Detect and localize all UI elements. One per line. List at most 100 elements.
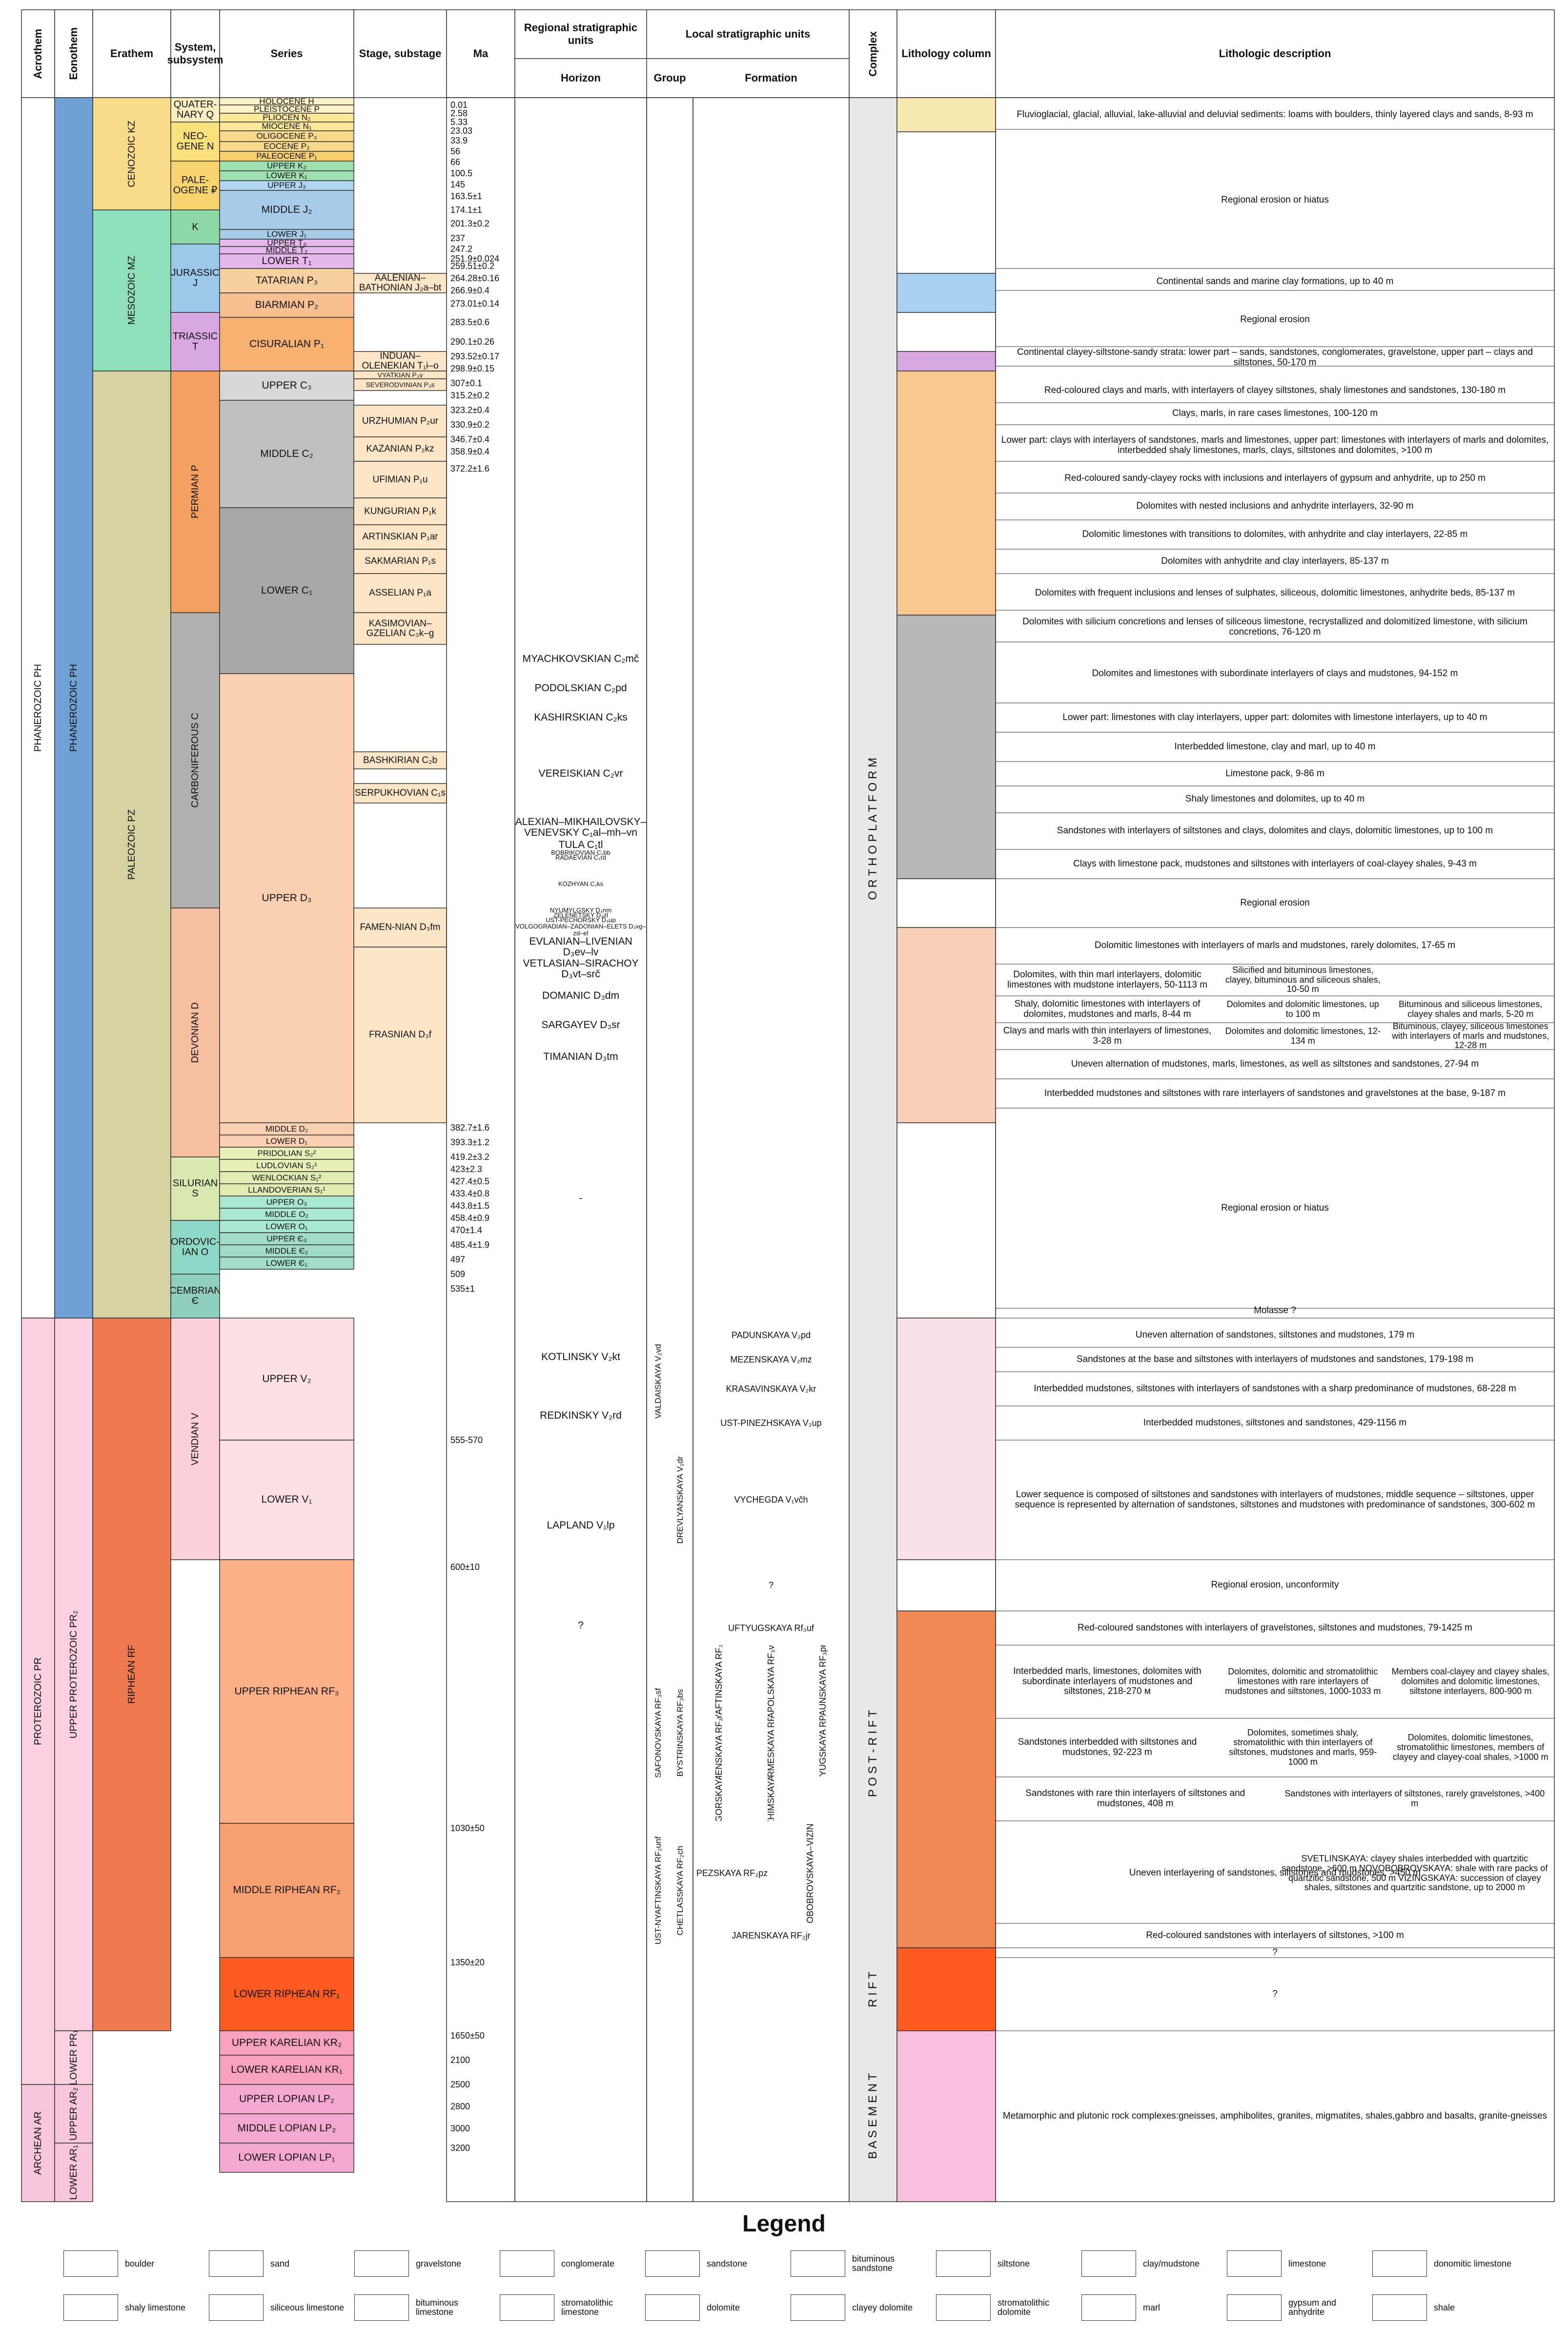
stage-label: VYATKIAN P₃v <box>377 371 423 379</box>
stage-cell <box>353 573 447 613</box>
lithology-description: Sandstones with interlayers of siltstone… <box>1284 1789 1545 1808</box>
series-label: OLIGOCENE P₃ <box>256 131 317 141</box>
header-era: Erathem <box>110 47 154 60</box>
ma-value: 2.58 <box>450 108 468 118</box>
lithology-cell <box>896 927 996 1123</box>
legend-item: siltstone <box>936 2250 1078 2277</box>
ma-value: 600±10 <box>450 1562 480 1572</box>
series-cell <box>219 1122 354 1135</box>
formation-label: VYCHEGDA V₁včh <box>734 1495 808 1505</box>
ma-value: 56 <box>450 146 461 156</box>
header-cell <box>514 9 850 98</box>
series-cell <box>219 1957 354 2031</box>
ma-value: 1650±50 <box>450 2031 485 2041</box>
legend-label: stromatolithic limestone <box>561 2298 613 2317</box>
stage-label: ARTINSKIAN P₁ar <box>362 532 438 542</box>
legend-item: clay/mudstone <box>1081 2250 1223 2277</box>
lithology-description: Fluvioglacial, glacial, alluvial, lake-a… <box>1017 109 1533 120</box>
series-cell <box>219 317 354 371</box>
lithology-description: Clays with limestone pack, mudstones and… <box>1073 858 1477 869</box>
header-acr: Acrothem <box>32 28 44 79</box>
legend-swatch <box>1372 2250 1427 2277</box>
stage-label: AALENIAN–BATHONIAN J₂a–bt <box>359 273 442 293</box>
lithology-description: Sandstones with interlayers of siltstone… <box>1057 825 1493 836</box>
block-eon-label: UPPER PROTEROZOIC PR₂ <box>68 1610 79 1739</box>
system-label: ORDOVIC-IAN O <box>171 1237 220 1258</box>
series-label: MIOCENE N₁ <box>262 122 312 131</box>
stage-cell <box>353 524 447 550</box>
system-label: QUATER-NARY Q <box>173 99 217 120</box>
horizon-label: RADAEVIAN C₁rd <box>555 855 607 860</box>
lithology-description: Red-coloured clays and marls, with inter… <box>1044 385 1506 395</box>
series-cell <box>219 1135 354 1148</box>
chart-grid <box>21 9 1555 2202</box>
stage-label: KASIMOVIAN–GZELIAN C₃k–g <box>366 618 434 639</box>
series-label: UPPER LOPIAN LP₂ <box>239 2093 334 2104</box>
lithology-description: Red-coloured sandy-clayey rocks with inc… <box>1064 473 1486 483</box>
ma-value: 323.2±0.4 <box>450 405 489 415</box>
series-label: LOWER J₁ <box>266 229 307 239</box>
stage-label: FAMEN-NIAN D₃fm <box>360 922 441 933</box>
lithology-description: ? <box>1272 1947 1278 1958</box>
header-cell <box>219 9 354 98</box>
stage-label: FRASNIAN D₃f <box>368 1030 432 1040</box>
lithology-cell <box>896 273 996 313</box>
ma-value: 307±0.1 <box>450 378 482 388</box>
lithology-description: Dolomites, dolomitic limestones, stromat… <box>1392 1733 1548 1762</box>
system-label: CARBONIFEROUS C <box>189 713 201 808</box>
legend-label: boulder <box>125 2258 155 2269</box>
system-label: SILURIAN S <box>172 1178 218 1199</box>
group-label: VALDAISKAYA V₂vd <box>653 1344 663 1419</box>
legend-swatch <box>645 2294 700 2321</box>
ma-value: 0.01 <box>450 100 468 110</box>
lithology-description: SVETLINSKAYA: clayey shales interbedded … <box>1282 1853 1548 1893</box>
block-eon-label: LOWER AR₁ <box>68 2145 79 2200</box>
legend-item: shale <box>1372 2294 1514 2321</box>
lithology-description: Sandstones at the base and siltstones wi… <box>1076 1354 1474 1364</box>
horizon-label: KOTLINSKY V₂kt <box>541 1351 620 1362</box>
lithology-description: Clays, marls, in rare cases limestones, … <box>1172 408 1378 419</box>
block-acr-label: PHANEROZOIC PH <box>32 663 43 752</box>
lithology-cell <box>896 2030 996 2202</box>
lithology-description: Dolomites, sometimes shaly, stromatolith… <box>1229 1728 1377 1767</box>
lithology-description: Shaly, dolomitic limestones with interla… <box>1014 998 1201 1019</box>
header-local: Local stratigraphic units <box>685 28 811 40</box>
ma-value: 470±1.4 <box>450 1225 482 1235</box>
horizon-label: VOLGOGRADIAN–ZADONIAN–ELETS D₃vg–zd–el <box>515 923 646 937</box>
series-label: MIDDLE RIPHEAN RF₂ <box>233 1884 341 1896</box>
lithology-description: Regional erosion <box>1240 897 1310 908</box>
ma-value: 555-570 <box>450 1435 483 1445</box>
series-label: MIDDLE O₂ <box>265 1209 308 1219</box>
legend-label: shale <box>1434 2302 1455 2312</box>
lithology-cell <box>896 312 996 352</box>
lithology-description: Lower part: limestones with clay interla… <box>1062 712 1487 722</box>
lithology-description: Regional erosion <box>1240 314 1310 325</box>
lithology-cell <box>896 1610 996 1948</box>
series-label: UPPER O₃ <box>266 1197 307 1207</box>
formation-label: KRASAVINSKAYA V₂kr <box>726 1383 816 1394</box>
block-eon-label: UPPER AR₂ <box>68 2087 79 2141</box>
lithology-description: Interbedded mudstones and siltstones wit… <box>1044 1088 1506 1098</box>
formation-label: SVETLINSKAYA–NOVOBOBROVSKAYA–VIZINGSKAYA… <box>771 1823 849 1923</box>
header-ser: Series <box>270 47 303 60</box>
series-cell <box>219 268 354 293</box>
series-cell <box>219 253 354 269</box>
ma-value: 427.4±0.5 <box>450 1176 489 1186</box>
system-label: PERMIAN P <box>189 465 201 519</box>
formation-label: DOROGORSKAYA RF₃dr <box>693 1777 745 1821</box>
lithology-description: Dolomitic limestones with interlayers of… <box>1094 940 1456 951</box>
series-label: LUDLOVIAN S₂¹ <box>256 1160 317 1170</box>
formation-label: UST-PINEZHSKAYA V₂up <box>720 1418 822 1428</box>
block-eon <box>54 1318 93 2031</box>
system-label: CEMBRIAN Є <box>171 1285 220 1306</box>
horizon-label: NYUMYLGSKY D₃nm <box>550 908 612 913</box>
legend-label: gravelstone <box>416 2258 462 2269</box>
series-label: PLIOCEN N₂ <box>263 113 311 122</box>
horizon-label: VEREISKIAN C₂vr <box>538 767 623 779</box>
header-horizon: Horizon <box>561 72 601 84</box>
series-label: UPPER C₃ <box>262 379 312 391</box>
ma-value: 485.4±1.9 <box>450 1240 489 1250</box>
legend-label: limestone <box>1288 2258 1326 2269</box>
ma-value: 145 <box>450 180 466 189</box>
